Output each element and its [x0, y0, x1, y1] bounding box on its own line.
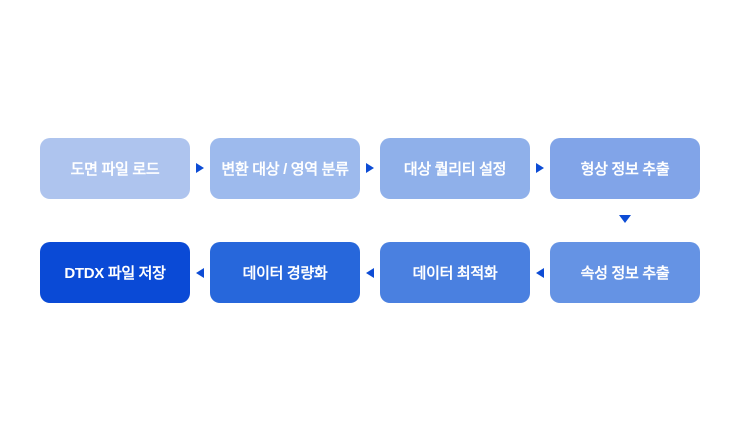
step-shape-info-extraction: 형상 정보 추출: [550, 138, 700, 199]
arrow-left-icon: [366, 268, 374, 278]
step-target-quality-setting: 대상 퀄리티 설정: [380, 138, 530, 199]
step-dtdx-file-save: DTDX 파일 저장: [40, 242, 190, 303]
arrow-right-icon: [536, 163, 544, 173]
arrow-right-icon: [366, 163, 374, 173]
arrow-right-icon: [196, 163, 204, 173]
arrow-left-icon: [536, 268, 544, 278]
arrow-down-icon: [619, 215, 631, 223]
step-data-optimization: 데이터 최적화: [380, 242, 530, 303]
step-data-lightweighting: 데이터 경량화: [210, 242, 360, 303]
step-drawing-file-load: 도면 파일 로드: [40, 138, 190, 199]
step-attribute-info-extraction: 속성 정보 추출: [550, 242, 700, 303]
arrow-left-icon: [196, 268, 204, 278]
step-conversion-target-area-classification: 변환 대상 / 영역 분류: [210, 138, 360, 199]
